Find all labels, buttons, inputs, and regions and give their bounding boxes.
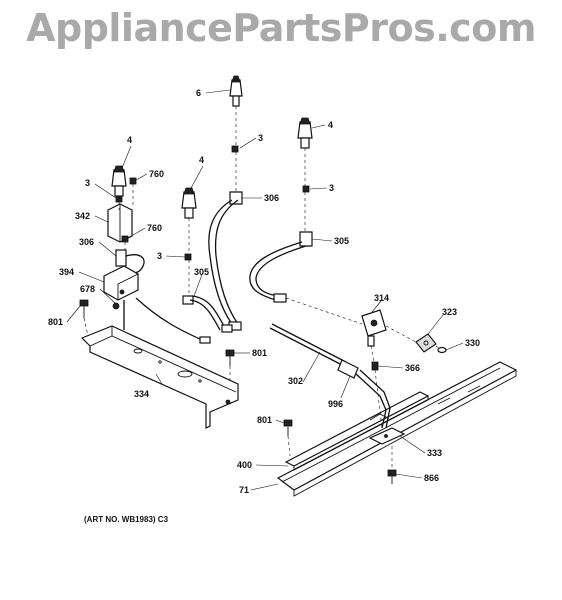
watermark: AppliancePartsPros.com <box>26 6 536 50</box>
regulator-314 <box>361 309 387 347</box>
valve-knob-4-top <box>297 117 313 149</box>
callout-306-a: 306 <box>264 193 279 203</box>
callout-302: 302 <box>288 376 303 386</box>
screw-866 <box>387 469 397 484</box>
callout-760-a: 760 <box>149 169 164 179</box>
valve-knob-6 <box>229 75 243 107</box>
callout-400: 400 <box>237 460 252 470</box>
callout-305-a: 305 <box>334 236 349 246</box>
callout-801-a: 801 <box>48 317 63 327</box>
callout-333: 333 <box>427 448 442 458</box>
manifold-rail <box>284 391 430 471</box>
callout-306-b: 306 <box>79 237 94 247</box>
callout-4-mid: 4 <box>199 155 204 165</box>
callout-4-top: 4 <box>328 120 333 130</box>
callout-996: 996 <box>328 399 343 409</box>
burner-tube-305-right <box>249 231 313 303</box>
callout-678: 678 <box>80 284 95 294</box>
callout-314: 314 <box>374 293 389 303</box>
part-366 <box>371 361 379 371</box>
callout-71: 71 <box>239 485 249 495</box>
screw-801-mid <box>225 349 235 366</box>
valve-knob-4-mid <box>181 187 197 219</box>
alignment-lines <box>83 106 441 470</box>
screw-3-c <box>184 253 192 261</box>
callout-3-c: 3 <box>85 178 90 188</box>
screw-3-a <box>231 145 239 153</box>
front-panel <box>276 361 518 497</box>
screw-801-left <box>79 299 89 318</box>
callout-342: 342 <box>75 211 90 221</box>
screw-678 <box>112 302 120 310</box>
burner-tube-305-left <box>182 295 233 333</box>
left-valve-assembly <box>103 203 211 344</box>
callout-3-b: 3 <box>329 183 334 193</box>
burner-support-bracket <box>80 325 239 429</box>
part-323 <box>415 333 437 353</box>
callout-366: 366 <box>405 363 420 373</box>
burner-tube-306 <box>208 191 243 331</box>
gas-tube-302 <box>269 323 391 429</box>
screw-760-a <box>129 177 137 185</box>
callout-3-d: 3 <box>157 251 162 261</box>
screw-760-b <box>121 235 129 243</box>
callout-334: 334 <box>134 389 149 399</box>
callout-labels: 6 4 3 4 4 3 760 306 3 342 760 305 306 3 … <box>48 88 480 495</box>
leader-lines <box>66 89 464 491</box>
bracket-333 <box>368 427 406 445</box>
callout-3-a: 3 <box>258 133 263 143</box>
callout-6: 6 <box>196 88 201 98</box>
callout-305-b: 305 <box>194 267 209 277</box>
callout-330: 330 <box>465 338 480 348</box>
callout-323: 323 <box>442 307 457 317</box>
callout-801-b: 801 <box>252 348 267 358</box>
callout-866: 866 <box>424 473 439 483</box>
callout-801-c: 801 <box>257 415 272 425</box>
part-330 <box>437 346 447 354</box>
callout-760-b: 760 <box>147 223 162 233</box>
callout-4-left: 4 <box>127 135 132 145</box>
screw-3-b <box>302 185 310 193</box>
screw-801-right <box>283 419 293 436</box>
art-number: (ART NO. WB1983) C3 <box>84 515 169 524</box>
callout-394: 394 <box>59 267 74 277</box>
valve-knob-4-left <box>111 165 127 197</box>
